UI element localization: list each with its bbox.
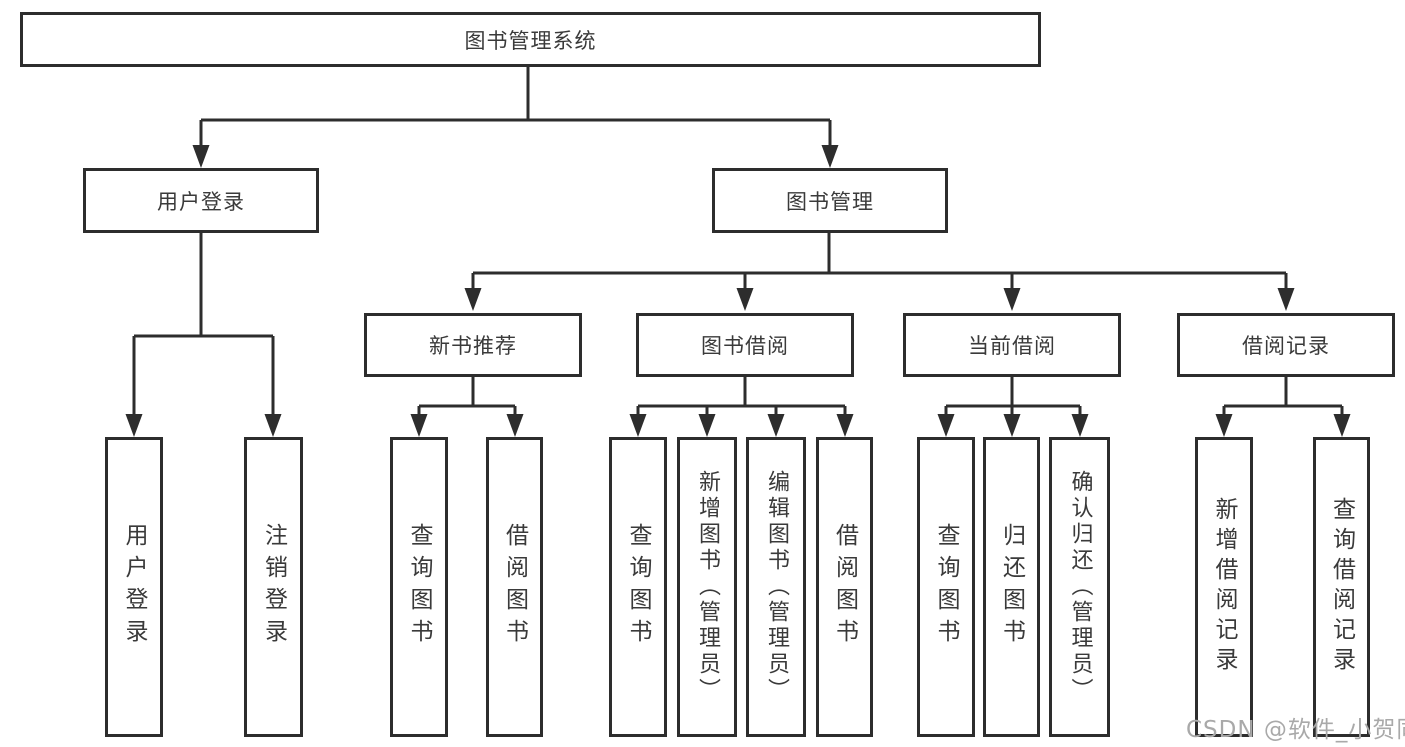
leaf-user-login: 用户登录 bbox=[105, 437, 163, 737]
root-node: 图书管理系统 bbox=[20, 12, 1041, 67]
leaf-record-add-borrow-record-label: 新增借阅记录 bbox=[1211, 497, 1237, 677]
leaf-current-return-book-label: 归还图书 bbox=[998, 523, 1025, 651]
branch-book-management-label: 图书管理 bbox=[786, 189, 874, 214]
leaf-borrowing-query-book-label: 查询图书 bbox=[625, 523, 651, 651]
leaf-newbook-query-book-label: 查询图书 bbox=[406, 523, 432, 651]
leaf-user-login-label: 用户登录 bbox=[121, 523, 147, 651]
leaf-record-add-borrow-record: 新增借阅记录 bbox=[1195, 437, 1253, 737]
leaf-logout: 注销登录 bbox=[244, 437, 303, 737]
leaf-newbook-query-book: 查询图书 bbox=[390, 437, 448, 737]
arrowhead-markers bbox=[125, 145, 1351, 437]
leaf-borrowing-add-book-admin-label: 新增图书（管理员） bbox=[695, 470, 720, 704]
leaf-current-query-book-label: 查询图书 bbox=[933, 523, 959, 651]
group-borrow-records: 借阅记录 bbox=[1177, 313, 1395, 377]
leaf-logout-label: 注销登录 bbox=[260, 523, 287, 651]
leaf-newbook-borrow-book: 借阅图书 bbox=[486, 437, 543, 737]
leaf-borrowing-edit-book-admin-label: 编辑图书（管理员） bbox=[764, 470, 789, 704]
root-node-label: 图书管理系统 bbox=[464, 28, 597, 53]
branch-book-management: 图书管理 bbox=[712, 168, 948, 233]
leaf-record-query-borrow-record-label: 查询借阅记录 bbox=[1328, 497, 1355, 677]
leaf-borrowing-edit-book-admin: 编辑图书（管理员） bbox=[746, 437, 806, 737]
leaf-borrowing-add-book-admin: 新增图书（管理员） bbox=[677, 437, 737, 737]
leaf-newbook-borrow-book-label: 借阅图书 bbox=[501, 523, 528, 651]
leaf-current-confirm-return-admin-label: 确认归还（管理员） bbox=[1067, 470, 1093, 704]
leaf-borrowing-borrow-book: 借阅图书 bbox=[816, 437, 873, 737]
leaf-borrowing-query-book: 查询图书 bbox=[609, 437, 667, 737]
leaf-record-query-borrow-record: 查询借阅记录 bbox=[1313, 437, 1370, 737]
branch-user-login: 用户登录 bbox=[83, 168, 319, 233]
group-book-borrowing-label: 图书借阅 bbox=[701, 334, 789, 358]
leaf-current-return-book: 归还图书 bbox=[983, 437, 1040, 737]
group-borrow-records-label: 借阅记录 bbox=[1242, 334, 1330, 358]
watermark: CSDN @软件_小贺同学 bbox=[1186, 717, 1405, 743]
group-current-borrowing-label: 当前借阅 bbox=[968, 334, 1056, 358]
group-current-borrowing: 当前借阅 bbox=[903, 313, 1121, 377]
group-new-book-recommend: 新书推荐 bbox=[364, 313, 582, 377]
branch-user-login-label: 用户登录 bbox=[157, 189, 245, 214]
group-book-borrowing: 图书借阅 bbox=[636, 313, 854, 377]
leaf-borrowing-borrow-book-label: 借阅图书 bbox=[831, 523, 858, 651]
group-new-book-recommend-label: 新书推荐 bbox=[429, 334, 517, 358]
leaf-current-confirm-return-admin: 确认归还（管理员） bbox=[1049, 437, 1110, 737]
tree-edges bbox=[132, 67, 1344, 415]
leaf-current-query-book: 查询图书 bbox=[917, 437, 975, 737]
